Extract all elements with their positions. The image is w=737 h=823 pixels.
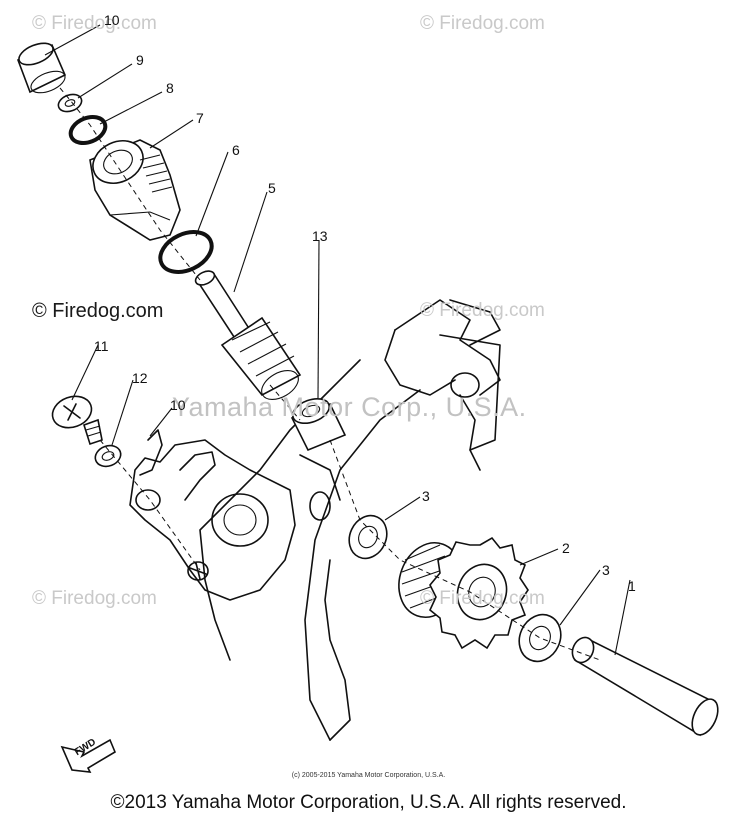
label-part-2: 2 — [562, 540, 570, 556]
watermark-low-right: © Firedog.com — [420, 588, 545, 609]
part-4-gear-shaft — [194, 270, 302, 400]
label-part-9: 10 — [104, 12, 120, 28]
watermark-low-left: © Firedog.com — [32, 588, 157, 609]
label-part-7: 8 — [166, 80, 174, 96]
part-3-washer-upper — [348, 514, 388, 560]
label-part-12: 12 — [132, 370, 148, 386]
part-13-bushing — [290, 397, 347, 452]
part-12-washer — [94, 444, 122, 468]
watermark-top-right: © Firedog.com — [420, 13, 545, 34]
watermark-center: Yamaha Motor Corp., U.S.A. — [172, 392, 527, 422]
assembly-lines — [59, 87, 601, 661]
fwd-arrow-icon — [60, 738, 117, 773]
copyright-footer: ©2013 Yamaha Motor Corporation, U.S.A. A… — [110, 792, 627, 813]
part-9-cap — [16, 42, 67, 94]
label-part-5: 6 — [232, 142, 240, 158]
label-part-1: 1 — [628, 578, 636, 594]
label-part-3-lower: 3 — [602, 562, 610, 578]
part-7-o-ring — [68, 114, 108, 146]
part-3-washer-lower — [518, 613, 562, 663]
watermark-top-left: © Firedog.com — [32, 13, 157, 34]
label-part-3-upper: 3 — [422, 488, 430, 504]
watermark-mid-right: © Firedog.com — [420, 300, 545, 321]
part-1-shaft — [571, 636, 719, 737]
watermark-mid-left: © Firedog.com — [32, 300, 164, 322]
crankcase-outline — [199, 299, 501, 741]
leader-lines — [44, 24, 631, 656]
label-part-13: 13 — [312, 228, 328, 244]
bracket-plate — [129, 429, 296, 601]
label-part-4: 5 — [268, 180, 276, 196]
part-6-housing — [89, 139, 181, 241]
part-5-o-ring — [158, 230, 214, 274]
label-part-6: 7 — [196, 110, 204, 126]
part-2-drive-gear — [398, 536, 529, 650]
label-part-11: 11 — [94, 338, 109, 354]
part-8-washer — [57, 93, 83, 113]
part-11-screw — [51, 395, 103, 446]
label-part-8: 9 — [136, 52, 144, 68]
small-copyright: (c) 2005-2015 Yamaha Motor Corporation, … — [291, 772, 446, 779]
label-part-10: 10 — [170, 397, 186, 413]
